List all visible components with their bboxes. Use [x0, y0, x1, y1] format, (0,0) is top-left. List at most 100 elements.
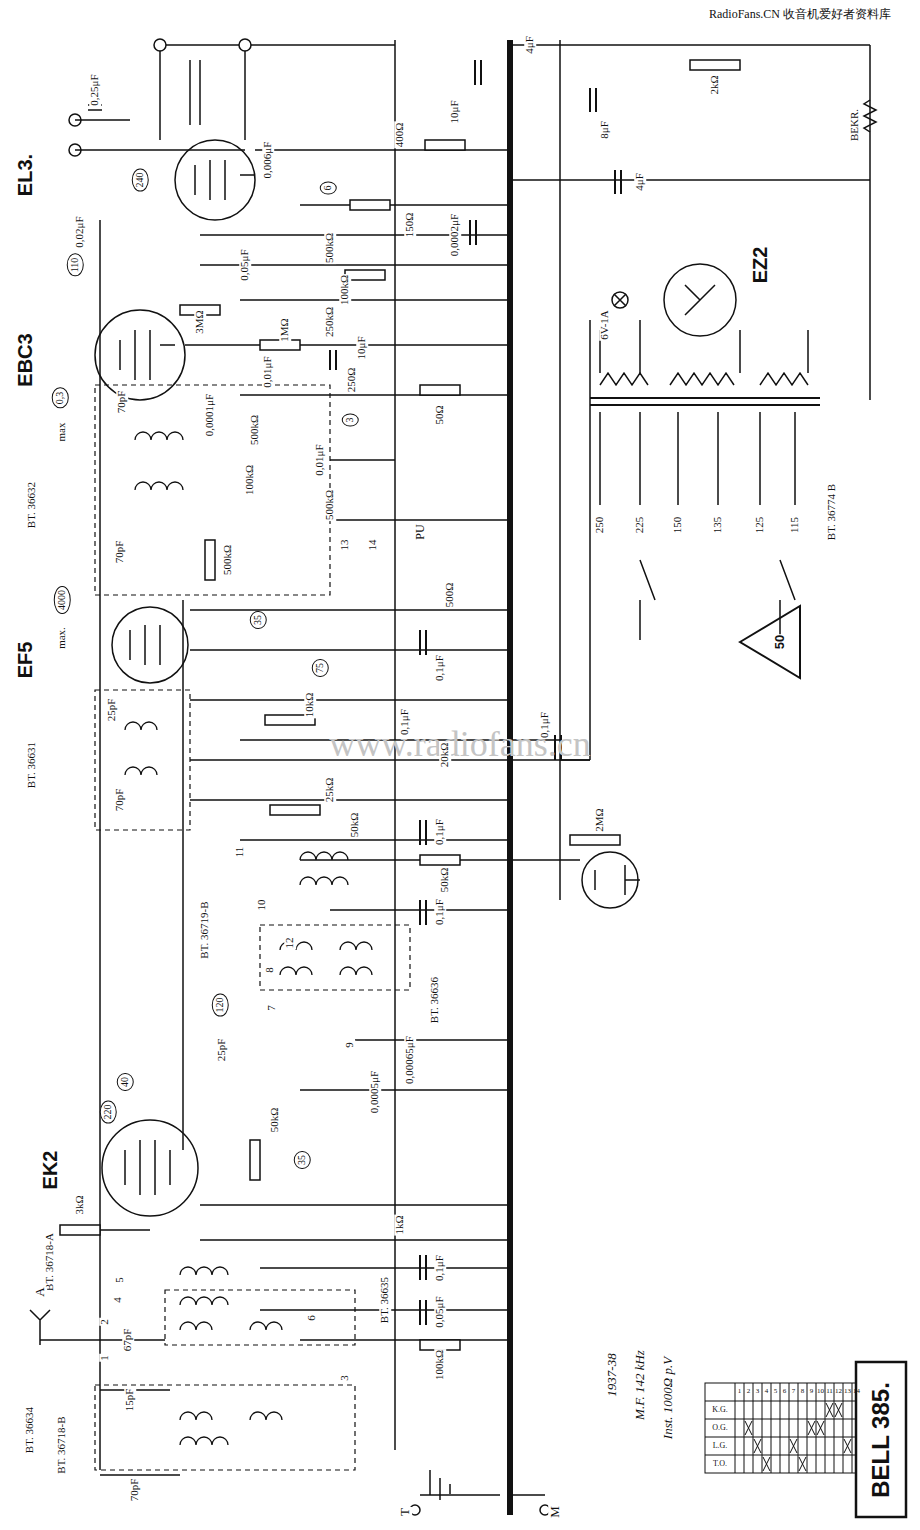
- component-value: 250kΩ: [324, 306, 336, 338]
- component-value: 12: [284, 937, 296, 950]
- component-value: 10μF: [356, 335, 368, 360]
- callout-number: 0,3: [52, 388, 69, 409]
- component-value: 70pF: [114, 788, 126, 813]
- callout-number: 3: [342, 414, 359, 427]
- callout-number: 35: [294, 1151, 311, 1169]
- diagram-title: BELL 385.: [867, 1382, 895, 1498]
- component-value: 6V-1A: [599, 309, 611, 341]
- component-value: 0,1μF: [434, 654, 446, 682]
- component-value: 125: [754, 516, 766, 535]
- component-value: 50kΩ: [269, 1107, 281, 1134]
- component-value: 0,00065μF: [404, 1035, 416, 1085]
- table-cell: O.G.: [712, 1424, 728, 1432]
- component-value: 50: [773, 634, 787, 650]
- component-value: 500kΩ: [222, 544, 234, 576]
- component-value: 250Ω: [346, 367, 358, 394]
- component-value: 100kΩ: [434, 1349, 446, 1381]
- table-cell: 7: [792, 1388, 796, 1395]
- component-value: 150: [672, 516, 684, 535]
- component-value: 500kΩ: [324, 489, 336, 521]
- table-cell: 4: [765, 1388, 769, 1395]
- component-value: 0,1μF: [539, 711, 551, 739]
- component-value: 1: [99, 1354, 111, 1362]
- table-cell: 1: [738, 1388, 742, 1395]
- component-value: 150Ω: [404, 212, 416, 239]
- component-value: BT. 36632: [26, 481, 38, 529]
- table-cell: 12: [835, 1388, 842, 1395]
- component-value: BEKR.: [849, 108, 861, 142]
- table-cell: 2: [747, 1388, 751, 1395]
- component-value: 135: [712, 516, 724, 535]
- table-cell: 13: [844, 1388, 851, 1395]
- component-value: 9: [344, 1041, 356, 1049]
- component-value: M: [548, 1505, 562, 1519]
- component-value: 4μF: [524, 35, 536, 55]
- component-value: 100kΩ: [339, 274, 351, 306]
- component-value: 5: [114, 1276, 126, 1284]
- component-value: BT. 36718-A: [44, 1232, 56, 1292]
- component-value: 67pF: [122, 1328, 134, 1353]
- component-value: 100kΩ: [244, 464, 256, 496]
- component-value: 0,05μF: [239, 248, 251, 281]
- callout-number: 40: [117, 1073, 134, 1091]
- component-value: 0,0001μF: [204, 393, 216, 437]
- component-value: BT. 36718-B: [56, 1415, 68, 1474]
- tube-label: EK2: [40, 1150, 61, 1191]
- component-value: A: [33, 1286, 47, 1297]
- component-value: 0,006μF: [262, 141, 274, 180]
- component-value: 50Ω: [434, 404, 446, 425]
- tube-label: EF5: [15, 641, 36, 680]
- component-value: 70pF: [114, 540, 126, 565]
- component-value: 0,25μF: [89, 73, 101, 106]
- component-value: 15pF: [124, 1388, 136, 1413]
- component-value: 70pF: [129, 1478, 141, 1503]
- callout-number: 240: [132, 169, 149, 192]
- tube-label: EZ2: [750, 246, 771, 285]
- callout-number: 220: [100, 1101, 117, 1124]
- component-value: 4μF: [634, 172, 646, 192]
- table-cell: K.G.: [712, 1406, 728, 1414]
- component-value: 2: [99, 1318, 111, 1326]
- component-value: max: [56, 422, 68, 443]
- component-value: 400Ω: [394, 122, 406, 149]
- component-value: BT. 36631: [26, 741, 38, 789]
- callout-number: 110: [67, 254, 84, 277]
- table-cell: L.G.: [713, 1442, 728, 1450]
- component-value: BT. 36635: [379, 1276, 391, 1324]
- component-value: 25pF: [106, 698, 118, 723]
- callout-number: 35: [250, 611, 267, 629]
- callout-number: 4000: [54, 586, 71, 614]
- component-value: 0,05μF: [434, 1295, 446, 1328]
- component-value: BT. 36774 B: [826, 483, 838, 541]
- component-value: 70pF: [116, 390, 128, 415]
- component-value: max.: [56, 626, 68, 650]
- component-value: 11: [234, 846, 246, 859]
- component-value: 115: [789, 516, 801, 534]
- component-value: 10kΩ: [304, 692, 316, 719]
- component-value: 10μF: [449, 99, 461, 124]
- component-value: 8: [264, 966, 276, 974]
- callout-number: 6: [320, 182, 337, 195]
- callout-number: 75: [312, 659, 329, 677]
- component-value: 0,1μF: [434, 1254, 446, 1282]
- component-value: BT. 36634: [24, 1406, 36, 1454]
- component-value: BT. 36636: [429, 976, 441, 1024]
- component-value: 500kΩ: [249, 414, 261, 446]
- component-value: 14: [367, 539, 379, 552]
- component-value: 4: [112, 1296, 124, 1304]
- watermark: www.radiofans.cn: [328, 726, 592, 764]
- table-cell: 10: [817, 1388, 824, 1395]
- component-value: 20kΩ: [439, 742, 451, 769]
- component-value: 0,02μF: [74, 215, 86, 248]
- component-value: 0,0002μF: [449, 213, 461, 257]
- table-cell: 14: [853, 1388, 860, 1395]
- component-value: 0,0005μF: [369, 1070, 381, 1114]
- component-value: 0,01μF: [262, 355, 274, 388]
- component-value: 2kΩ: [709, 74, 721, 95]
- table-cell: 3: [756, 1388, 760, 1395]
- component-value: 225: [634, 516, 646, 535]
- table-cell: 11: [826, 1388, 833, 1395]
- component-value: 25pF: [216, 1038, 228, 1063]
- component-value: PU: [414, 523, 427, 540]
